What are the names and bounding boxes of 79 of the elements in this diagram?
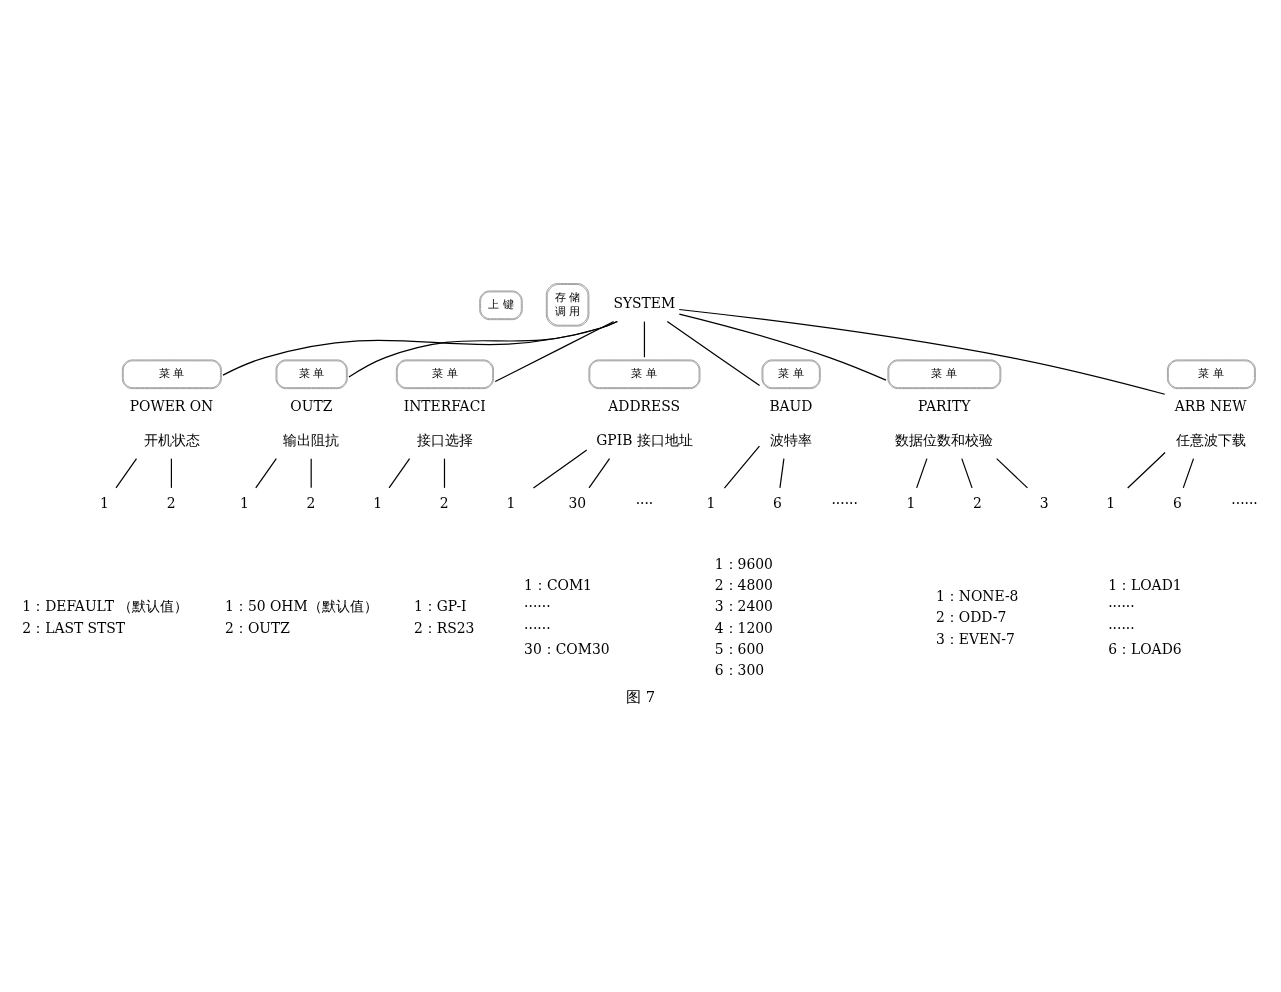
connector — [255, 458, 277, 489]
connector — [388, 458, 411, 489]
connector — [222, 320, 619, 376]
connector — [678, 313, 887, 381]
label: 2：4800 — [714, 576, 773, 593]
label: 1：DEFAULT （默认值） — [22, 598, 189, 615]
label: 2：OUTZ — [225, 619, 290, 636]
connector — [643, 321, 646, 358]
label: 5：600 — [714, 640, 765, 657]
label: 1：50 OHM（默认值） — [225, 598, 378, 615]
label: 6：LOAD6 — [1108, 640, 1182, 657]
label: 30：COM30 — [524, 640, 610, 657]
node-label: INTERFACI — [403, 397, 486, 414]
node-text: 6 — [773, 495, 782, 512]
node-text: 1 — [906, 495, 916, 512]
node-label: POWER ON — [129, 397, 214, 414]
node-label: ADDRESS — [608, 397, 680, 414]
label: 1：9600 — [714, 555, 773, 572]
connector — [1182, 458, 1195, 489]
label: 4：1200 — [714, 619, 773, 636]
connector — [916, 458, 928, 489]
connector — [532, 449, 588, 489]
node-label: ARB NEW — [1174, 397, 1247, 414]
label: 1：GP-I — [413, 598, 467, 615]
node-text: 1 — [239, 495, 249, 512]
node-label: 接口选择 — [416, 432, 473, 449]
node-text: 1 — [506, 495, 516, 512]
label: ···· — [635, 495, 654, 512]
connector — [115, 458, 138, 489]
node-text: SYSTEM — [613, 295, 676, 312]
connector — [1127, 451, 1166, 489]
node-text: 2 — [973, 495, 982, 512]
label: ······ — [1108, 598, 1135, 615]
node-text: 2 — [166, 495, 176, 512]
label: ······ — [524, 598, 551, 615]
node-label: 输出阻抗 — [283, 432, 340, 449]
node-text: 30 — [568, 495, 587, 512]
node-text: 1 — [1106, 495, 1116, 512]
label: 1：LOAD1 — [1108, 576, 1182, 593]
node-label: BAUD — [769, 397, 813, 414]
label: ······ — [524, 619, 551, 636]
connector — [443, 458, 446, 489]
label: ······ — [1108, 619, 1135, 636]
connector — [961, 458, 973, 489]
node-label: 波特率 — [769, 432, 812, 449]
node-label: OUTZ — [290, 397, 333, 414]
label: 2：ODD-7 — [936, 609, 1007, 626]
label: ······ — [1231, 495, 1258, 512]
connector — [348, 320, 618, 378]
connector — [310, 458, 312, 489]
label: 1：COM1 — [524, 576, 592, 593]
label: 3：EVEN-7 — [936, 630, 1015, 647]
node-label: 数据位数和校验 — [895, 432, 994, 449]
connector — [723, 445, 761, 489]
label: 6：300 — [714, 662, 765, 679]
label: 3：2400 — [714, 598, 773, 615]
node-label: 开机状态 — [143, 432, 200, 449]
label: 2：RS23 — [413, 619, 475, 636]
connector — [588, 458, 611, 489]
connector — [996, 458, 1029, 489]
node-text: 2 — [306, 495, 316, 512]
caption: 图 7 — [625, 687, 656, 705]
node-label: 任意波下载 — [1176, 432, 1247, 449]
connector — [666, 321, 761, 387]
node-text: 6 — [1173, 495, 1182, 512]
node-label: GPIB 接口地址 — [596, 432, 693, 449]
node-label: PARITY — [917, 397, 971, 414]
connector — [678, 308, 1166, 395]
connector — [170, 458, 172, 489]
node-text: 1 — [100, 495, 109, 512]
node-text: 2 — [439, 495, 449, 512]
node-text: 3 — [1039, 495, 1049, 512]
label: 1：NONE-8 — [936, 588, 1019, 605]
node-text: 1 — [706, 495, 716, 512]
connector — [494, 320, 615, 383]
connector — [779, 458, 785, 489]
label: ······ — [831, 495, 858, 512]
node-text: 1 — [373, 495, 383, 512]
label: 2：LAST STST — [22, 619, 126, 636]
